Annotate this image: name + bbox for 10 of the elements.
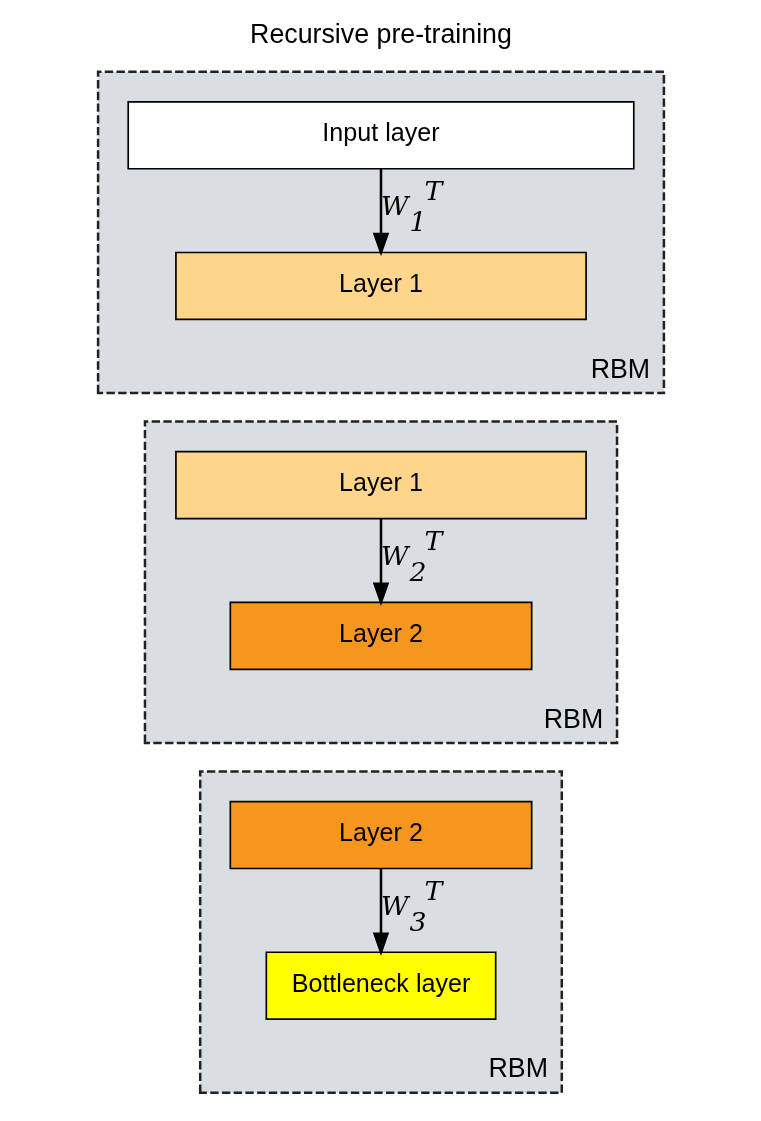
node-box: Bottleneck layer [265,951,496,1021]
node-box: Input layer [126,100,635,170]
arrow [372,868,389,956]
arrow [372,168,389,257]
node-box: Layer 2 [229,601,532,671]
arrow [372,518,389,607]
node-box: Layer 2 [229,800,532,870]
node-box: Layer 1 [174,450,587,520]
node-box: Layer 1 [174,251,587,321]
diagram-title: Recursive pre-training [249,18,512,49]
